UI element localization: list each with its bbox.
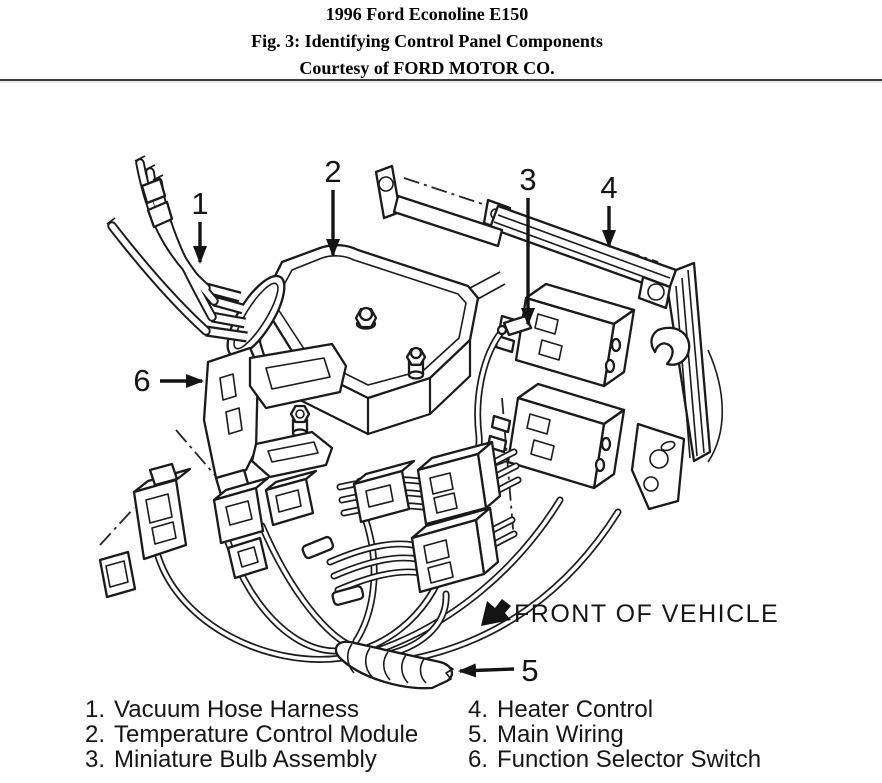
legend-item-1: 1. Vacuum Hose Harness xyxy=(85,697,418,722)
legend-left-column: 1. Vacuum Hose Harness 2. Temperature Cont… xyxy=(85,697,418,772)
legend-item-2-number: 2. xyxy=(85,721,106,748)
legend-item-2-label: Temperature Control Module xyxy=(114,721,419,748)
legend-item-5-number: 5. xyxy=(468,721,489,748)
taped-harness-bundle xyxy=(334,640,454,690)
legend-item-4-number: 4. xyxy=(468,696,489,723)
figure-header: 1996 Ford Econoline E150 Fig. 3: Identif… xyxy=(0,1,854,82)
callout-3-number: 3 xyxy=(519,162,536,197)
legend-item-5-label: Main Wiring xyxy=(497,721,624,748)
callout-4-number: 4 xyxy=(600,170,617,205)
wiring-connectors-illustration xyxy=(98,440,502,599)
header-divider xyxy=(0,79,882,81)
front-of-vehicle-label: FRONT OF VEHICLE xyxy=(481,599,779,628)
vacuum-hose-harness-illustration xyxy=(106,155,286,358)
figure-courtesy: Courtesy of FORD MOTOR CO. xyxy=(299,58,555,78)
legend-item-6-number: 6. xyxy=(468,746,489,773)
heater-control-illustration xyxy=(482,198,724,511)
legend-item-1-number: 1. xyxy=(85,696,106,723)
legend-item-5: 5. Main Wiring xyxy=(468,722,761,747)
legend-item-3-label: Miniature Bulb Assembly xyxy=(114,746,377,773)
callout-4: 4 xyxy=(600,170,618,248)
figure-caption: Fig. 3: Identifying Control Panel Compon… xyxy=(251,31,603,51)
figure-title: 1996 Ford Econoline E150 xyxy=(325,4,529,24)
callout-3: 3 xyxy=(519,162,537,326)
legend-right-column: 4. Heater Control 5. Main Wiring 6. Functio… xyxy=(468,697,761,772)
callout-5-number: 5 xyxy=(521,653,538,688)
legend-item-4-label: Heater Control xyxy=(497,696,654,723)
function-selector-switch-illustration xyxy=(202,342,348,497)
legend-item-4: 4. Heater Control xyxy=(468,697,761,722)
legend-item-1-label: Vacuum Hose Harness xyxy=(114,696,360,723)
callout-2: 2 xyxy=(324,154,342,257)
callout-6: 6 xyxy=(133,363,204,398)
legend-item-2: 2. Temperature Control Module xyxy=(85,722,418,747)
header-divider-shadow xyxy=(0,81,882,83)
front-of-vehicle-arrow-icon xyxy=(481,599,511,626)
legend-item-3: 3. Miniature Bulb Assembly xyxy=(85,747,418,772)
legend-item-3-number: 3. xyxy=(85,746,106,773)
callout-1: 1 xyxy=(191,186,209,264)
callout-5: 5 xyxy=(458,653,539,688)
callout-2-number: 2 xyxy=(324,154,341,189)
front-of-vehicle-text: FRONT OF VEHICLE xyxy=(514,600,779,628)
callout-1-number: 1 xyxy=(191,186,208,221)
legend-item-6-label: Function Selector Switch xyxy=(497,746,762,773)
callout-6-number: 6 xyxy=(133,363,150,398)
legend-item-6: 6. Function Selector Switch xyxy=(468,747,761,772)
